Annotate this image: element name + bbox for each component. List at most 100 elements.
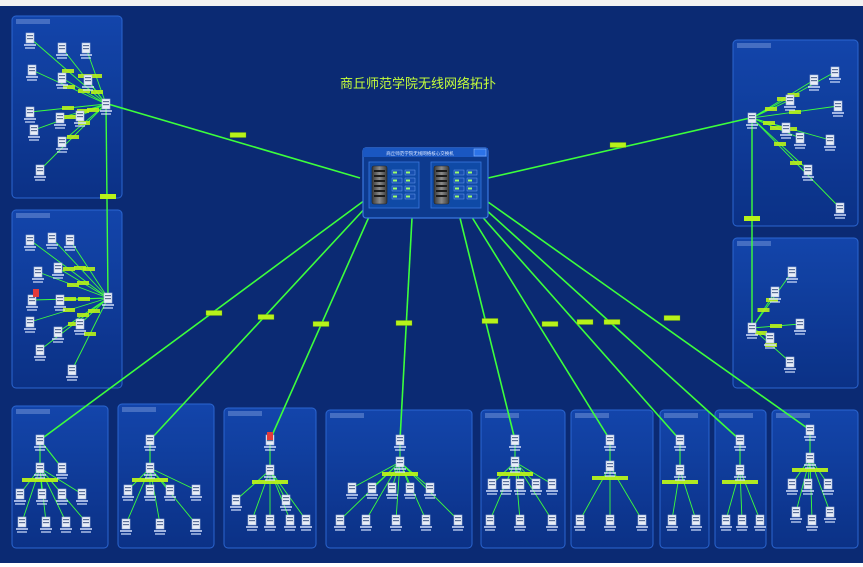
link-label xyxy=(663,315,681,321)
node-caption xyxy=(41,531,51,533)
access-link xyxy=(739,469,761,521)
link-label xyxy=(229,132,247,138)
node-caption xyxy=(57,57,67,59)
node-caption xyxy=(787,493,797,495)
access-point-icon xyxy=(81,42,91,54)
node-caption xyxy=(420,526,432,528)
node-caption xyxy=(824,518,836,520)
node-caption xyxy=(395,471,405,473)
node-caption xyxy=(74,122,86,124)
node-caption xyxy=(531,493,541,495)
access-link xyxy=(365,461,401,521)
node-caption xyxy=(81,531,91,533)
node-caption xyxy=(301,529,311,531)
core-port-indicator xyxy=(468,171,472,174)
link-label xyxy=(395,320,413,326)
link-label xyxy=(789,110,801,114)
access-point-icon xyxy=(787,478,797,490)
node-caption xyxy=(191,533,201,535)
node-caption xyxy=(334,526,346,528)
node-caption xyxy=(425,497,435,499)
link-label xyxy=(757,308,770,312)
node-caption xyxy=(720,526,732,528)
node-caption xyxy=(361,529,371,531)
access-point-icon xyxy=(75,110,85,122)
access-point-icon xyxy=(825,506,835,518)
node-caption xyxy=(514,490,526,492)
access-point-icon xyxy=(755,514,765,526)
chassis-slot xyxy=(436,195,447,197)
link-label xyxy=(722,480,758,484)
region-panel-caption xyxy=(330,413,364,418)
link-label xyxy=(785,127,797,131)
uplink-line xyxy=(487,201,811,431)
access-point-icon xyxy=(55,294,65,306)
node-caption xyxy=(53,277,63,279)
link-label xyxy=(62,69,74,73)
node-caption xyxy=(803,179,813,181)
node-caption xyxy=(61,531,71,533)
access-point-icon xyxy=(191,484,201,496)
node-caption xyxy=(36,500,48,502)
access-point-icon xyxy=(781,122,791,134)
access-point-icon xyxy=(515,478,525,490)
node-caption xyxy=(785,109,795,111)
access-link xyxy=(514,461,553,485)
link-label xyxy=(87,108,99,112)
node-caption xyxy=(54,306,66,308)
switch-icon xyxy=(265,464,275,476)
node-caption xyxy=(27,79,37,81)
switch-icon xyxy=(35,462,45,474)
node-caption xyxy=(346,494,358,496)
node-caption xyxy=(736,526,748,528)
access-point-icon xyxy=(637,514,647,526)
node-caption xyxy=(794,144,806,146)
link-label xyxy=(78,297,90,301)
node-caption xyxy=(75,333,85,335)
link-label xyxy=(662,480,698,484)
access-point-icon xyxy=(667,514,677,526)
node-caption xyxy=(56,148,68,150)
core-port-indicator xyxy=(393,171,397,174)
access-point-icon xyxy=(501,478,511,490)
access-point-icon xyxy=(25,106,35,118)
topology-diagram: 商丘师范学院无线网络核心交换机 商丘师范学院无线网络拓扑 xyxy=(11,15,859,549)
access-point-icon xyxy=(53,326,63,338)
node-caption xyxy=(790,518,802,520)
node-caption xyxy=(25,331,35,333)
node-caption xyxy=(390,526,402,528)
node-caption xyxy=(825,149,835,151)
node-caption xyxy=(80,528,92,530)
access-point-icon xyxy=(347,482,357,494)
link-label xyxy=(382,472,418,476)
link-label xyxy=(63,267,75,271)
access-point-icon xyxy=(785,356,795,368)
access-link xyxy=(269,469,291,521)
node-caption xyxy=(823,493,833,495)
node-caption xyxy=(35,477,45,479)
switch-icon xyxy=(805,424,815,436)
node-caption xyxy=(785,371,795,373)
region-panel-caption xyxy=(776,413,810,418)
link-label xyxy=(777,97,789,101)
core-port-indicator xyxy=(455,171,459,174)
node-caption xyxy=(765,347,775,349)
page-title: 商丘师范学院无线网络拓扑 xyxy=(340,76,496,92)
core-switch-title: 商丘师范学院无线网络核心交换机 xyxy=(386,150,454,157)
node-caption xyxy=(246,526,258,528)
access-point-icon xyxy=(301,514,311,526)
node-caption xyxy=(833,115,843,117)
node-caption xyxy=(803,493,813,495)
node-caption xyxy=(367,497,377,499)
node-caption xyxy=(747,337,757,339)
node-caption xyxy=(24,118,36,120)
core-port-indicator xyxy=(468,187,472,190)
node-caption xyxy=(515,529,525,531)
switch-icon xyxy=(675,464,685,476)
access-point-icon xyxy=(57,42,67,54)
uplink-line xyxy=(149,204,369,441)
node-caption xyxy=(24,44,36,46)
access-point-icon xyxy=(830,66,840,78)
node-caption xyxy=(145,449,155,451)
